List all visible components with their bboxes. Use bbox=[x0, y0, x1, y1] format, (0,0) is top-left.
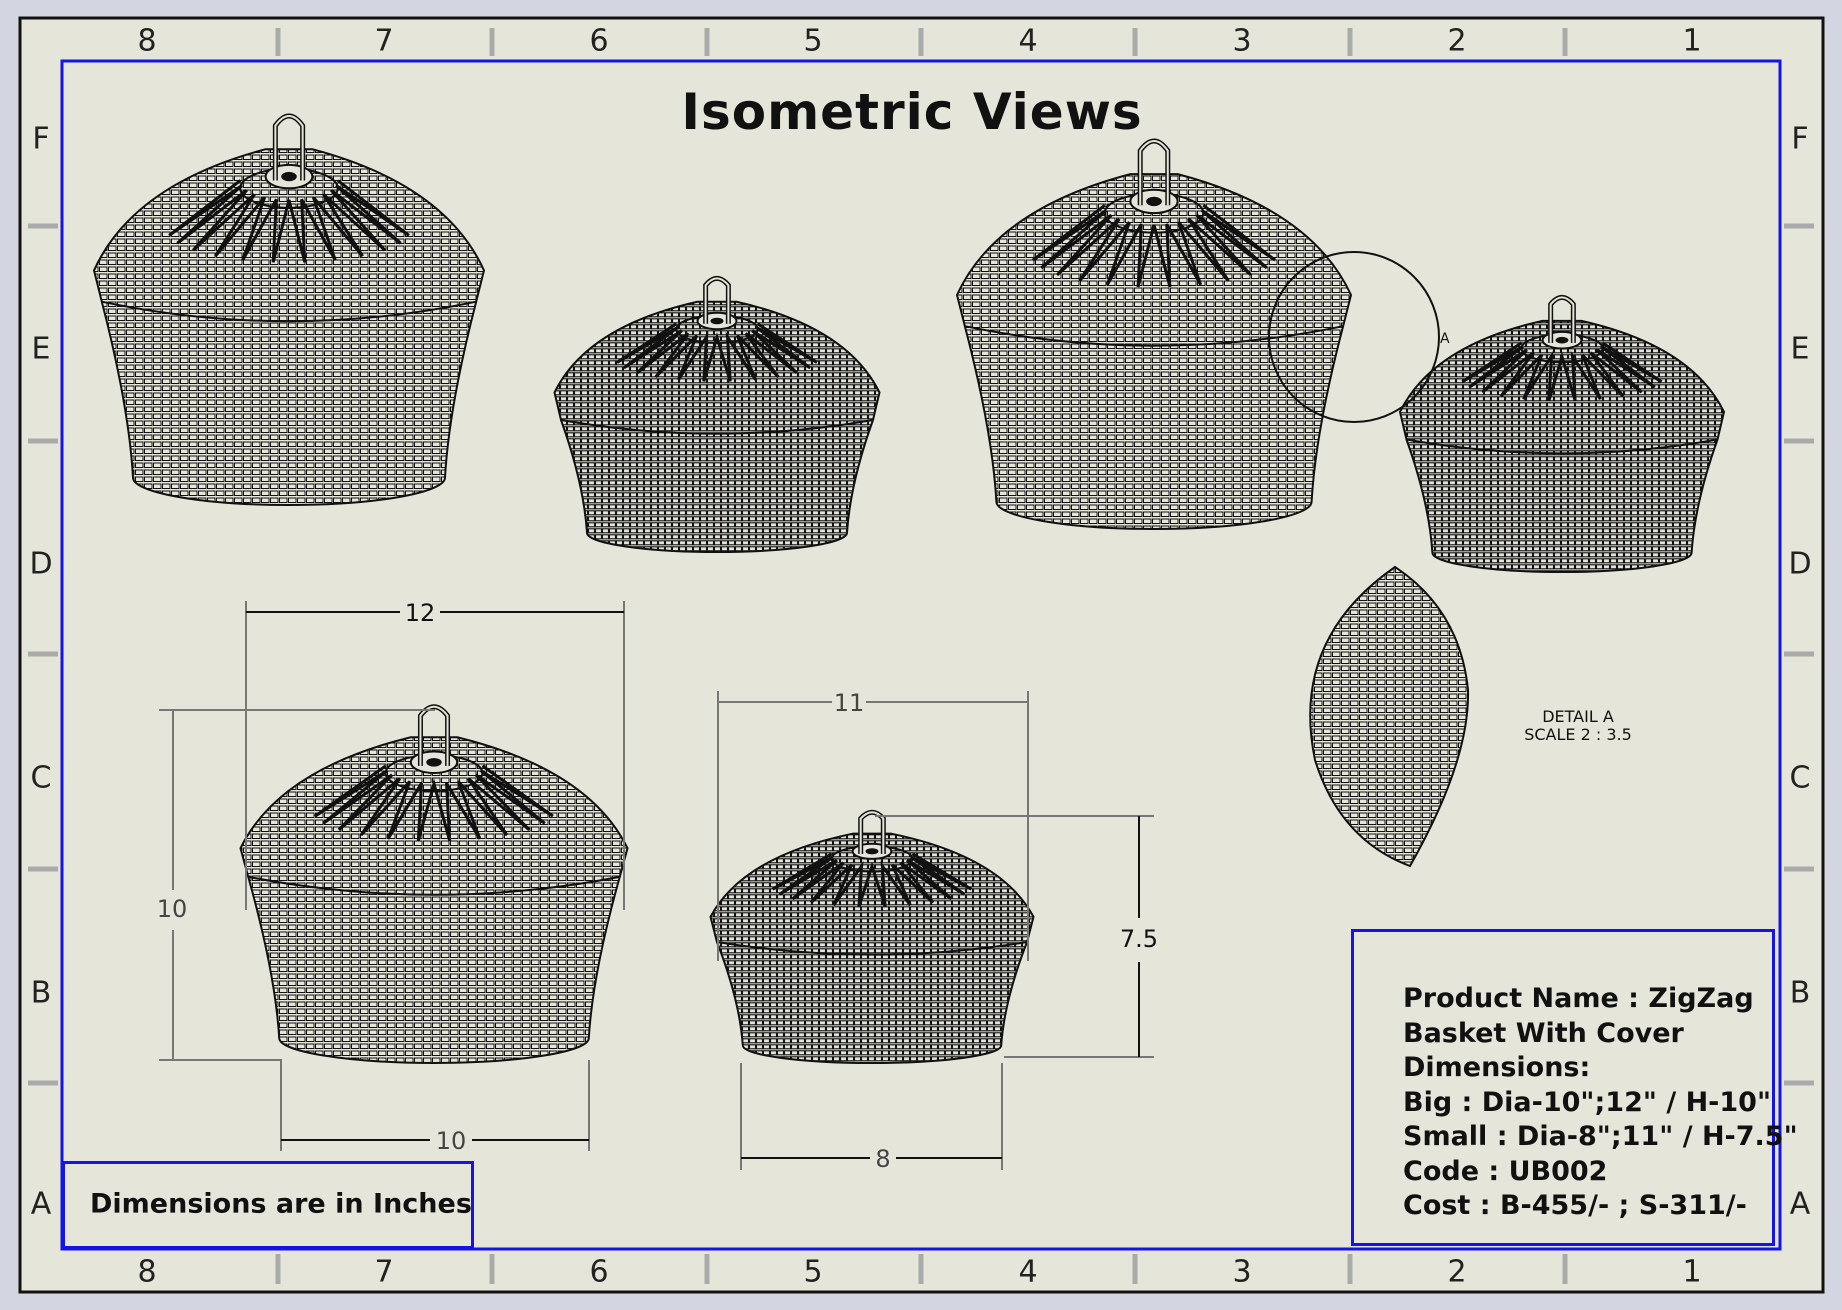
dim-small-bottom-width: 8 bbox=[875, 1145, 890, 1173]
column-label-bottom: 2 bbox=[1447, 1254, 1467, 1290]
column-label-bottom: 1 bbox=[1682, 1254, 1702, 1290]
row-label-left: B bbox=[30, 975, 52, 1011]
detail-a-caption: DETAIL A SCALE 2 : 3.5 bbox=[1524, 708, 1632, 744]
lid-handle-inner bbox=[704, 277, 730, 324]
zigzag-pattern bbox=[771, 852, 973, 908]
dim-big-height: 10 bbox=[157, 895, 188, 923]
front-view-small bbox=[709, 809, 1035, 1064]
lid-rim bbox=[964, 325, 1344, 347]
zigzag-pattern bbox=[314, 764, 554, 842]
lid-rim bbox=[248, 875, 620, 896]
drawing-border bbox=[60, 59, 1782, 1251]
dim-big-bottom-width: 10 bbox=[436, 1127, 467, 1155]
lid-handle-inner bbox=[1549, 296, 1575, 343]
lid-rim bbox=[560, 419, 874, 435]
dim-small-height: 7.5 bbox=[1120, 925, 1158, 953]
row-label-right: A bbox=[1789, 1186, 1811, 1222]
dim-big-top-width: 12 bbox=[405, 599, 436, 627]
lid-rim bbox=[1406, 438, 1718, 455]
info-cost: Cost : B-455/- ; S-311/- bbox=[1403, 1190, 1747, 1221]
detail-a-circle-label: A bbox=[1440, 331, 1450, 347]
units-note-box bbox=[62, 1161, 474, 1249]
zigzag-pattern bbox=[616, 322, 818, 382]
lid-rim bbox=[101, 300, 477, 323]
isometric-view-small-2 bbox=[1398, 294, 1726, 573]
lid-hole bbox=[865, 848, 879, 855]
zigzag-pattern bbox=[1461, 341, 1663, 402]
row-label-left: E bbox=[31, 331, 51, 367]
product-info-box bbox=[1351, 929, 1775, 1246]
row-label-left: F bbox=[32, 121, 50, 157]
detail-a-view bbox=[1309, 565, 1470, 868]
units-note: Dimensions are in Inches bbox=[90, 1188, 472, 1220]
info-small-dims: Small : Dia-8";11" / H-7.5" bbox=[1403, 1121, 1798, 1152]
info-code: Code : UB002 bbox=[1403, 1155, 1608, 1187]
column-label-top: 6 bbox=[589, 23, 609, 59]
lid-hole bbox=[1146, 196, 1162, 207]
lid-handle-inner bbox=[859, 811, 885, 854]
drawing-title: Isometric Views bbox=[681, 83, 1143, 141]
product-info-text: Product Name : ZigZag Basket With Cover … bbox=[1403, 982, 1798, 1224]
row-label-right: B bbox=[1789, 975, 1811, 1011]
row-label-left: A bbox=[30, 1186, 52, 1222]
row-label-left: C bbox=[30, 760, 52, 796]
front-view-big bbox=[239, 704, 629, 1064]
column-label-top: 1 bbox=[1682, 23, 1702, 59]
info-big-dims: Big : Dia-10";12" / H-10" bbox=[1403, 1086, 1772, 1118]
info-product-name: Product Name : ZigZag bbox=[1403, 983, 1754, 1014]
column-label-top: 4 bbox=[1018, 23, 1038, 59]
column-label-top: 3 bbox=[1232, 23, 1252, 59]
isometric-view-big-1 bbox=[92, 113, 486, 506]
column-label-bottom: 3 bbox=[1232, 1254, 1252, 1290]
row-label-left: D bbox=[29, 546, 53, 582]
zigzag-pattern bbox=[168, 179, 410, 263]
lid-handle-inner bbox=[419, 705, 449, 766]
lid-hole bbox=[710, 317, 724, 325]
column-label-bottom: 5 bbox=[803, 1254, 823, 1290]
column-label-bottom: 8 bbox=[137, 1254, 157, 1290]
column-label-bottom: 7 bbox=[374, 1254, 394, 1290]
detail-scale: SCALE 2 : 3.5 bbox=[1524, 725, 1632, 744]
lid-hole bbox=[426, 757, 442, 767]
column-label-top: 7 bbox=[374, 23, 394, 59]
isometric-view-big-2 bbox=[955, 138, 1353, 530]
row-label-right: E bbox=[1790, 331, 1810, 367]
zigzag-pattern bbox=[1031, 204, 1277, 288]
row-label-right: D bbox=[1788, 546, 1812, 582]
column-label-top: 5 bbox=[803, 23, 823, 59]
lid-hole bbox=[1555, 336, 1569, 344]
lid-rim bbox=[716, 941, 1028, 956]
lid-hole bbox=[281, 171, 297, 182]
detail-a-circle bbox=[1268, 251, 1440, 423]
lid-handle-inner bbox=[1139, 139, 1169, 206]
column-label-top: 2 bbox=[1447, 23, 1467, 59]
dim-small-top-width: 11 bbox=[834, 689, 865, 717]
isometric-view-small-1 bbox=[553, 275, 881, 553]
row-label-right: F bbox=[1791, 121, 1809, 157]
column-label-top: 8 bbox=[137, 23, 157, 59]
info-product-name-cont: Basket With Cover bbox=[1403, 1017, 1684, 1049]
column-label-bottom: 4 bbox=[1018, 1254, 1038, 1290]
row-label-right: C bbox=[1789, 760, 1811, 796]
column-label-bottom: 6 bbox=[589, 1254, 609, 1290]
detail-label: DETAIL A bbox=[1542, 707, 1614, 726]
info-dimensions-heading: Dimensions: bbox=[1403, 1052, 1591, 1083]
lid-handle-inner bbox=[274, 114, 304, 181]
